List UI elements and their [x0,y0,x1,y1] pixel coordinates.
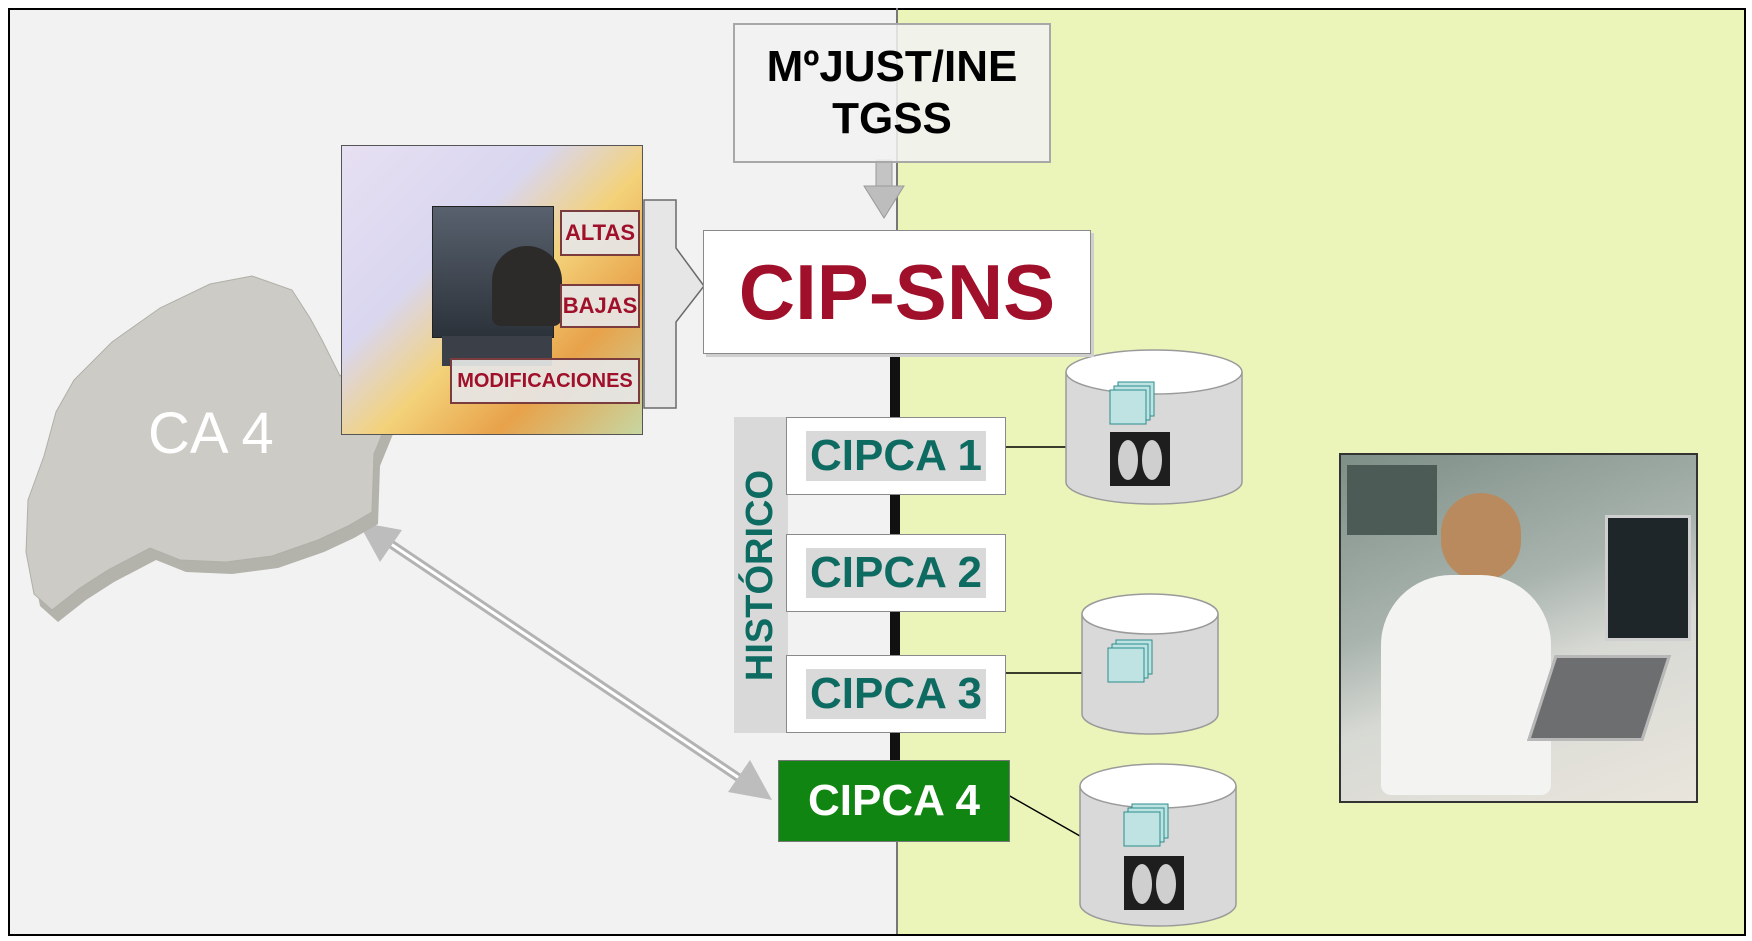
computer-workstation-photo: ALTAS BAJAS MODIFICACIONES [341,145,643,435]
doctor-coat-shape [1381,575,1551,795]
database-cylinder-icon [1065,349,1243,505]
cipca-2-node: CIPCA 2 [786,534,1006,612]
document-stack-icon [1123,803,1169,847]
region-map-shape [25,275,436,622]
external-sources-line2: TGSS [832,94,952,143]
person-silhouette [492,246,562,326]
cipca-4-node: CIPCA 4 [778,760,1010,842]
monitor-shape [1605,515,1691,641]
bidirectional-arrow-icon [358,522,772,800]
cipca-1-node: CIPCA 1 [786,417,1006,495]
cip-sns-node: CIP-SNS [703,230,1091,354]
modificaciones-label: MODIFICACIONES [450,358,640,404]
historico-label: HISTÓRICO [739,469,782,681]
altas-label: ALTAS [560,210,640,256]
database-cylinder-icon [1081,593,1219,735]
doctor-head-shape [1441,493,1521,581]
xray-icon [1124,856,1184,910]
cipca-1-label: CIPCA 1 [806,431,986,481]
region-label: CA 4 [148,400,274,466]
historico-band [734,417,788,733]
bracket-arrow-icon [643,199,705,409]
historico-label-wrap: HISTÓRICO [734,417,788,733]
document-stack-icon [1109,381,1155,425]
monitor-bg-shape [1347,465,1437,535]
cipca4-db-link [1007,794,1081,837]
external-sources-line1: MºJUST/INE [766,42,1018,91]
cipca-3-label: CIPCA 3 [806,669,986,719]
document-stack-icon [1107,639,1153,683]
external-sources-box: MºJUST/INE TGSS [733,23,1051,163]
cipca-3-node: CIPCA 3 [786,655,1006,733]
down-arrow-icon [863,159,905,219]
cipca-2-label: CIPCA 2 [806,548,986,598]
bajas-label: BAJAS [560,284,640,328]
database-cylinder-icon [1079,763,1237,927]
xray-icon [1110,432,1170,486]
doctor-photo [1339,453,1698,803]
